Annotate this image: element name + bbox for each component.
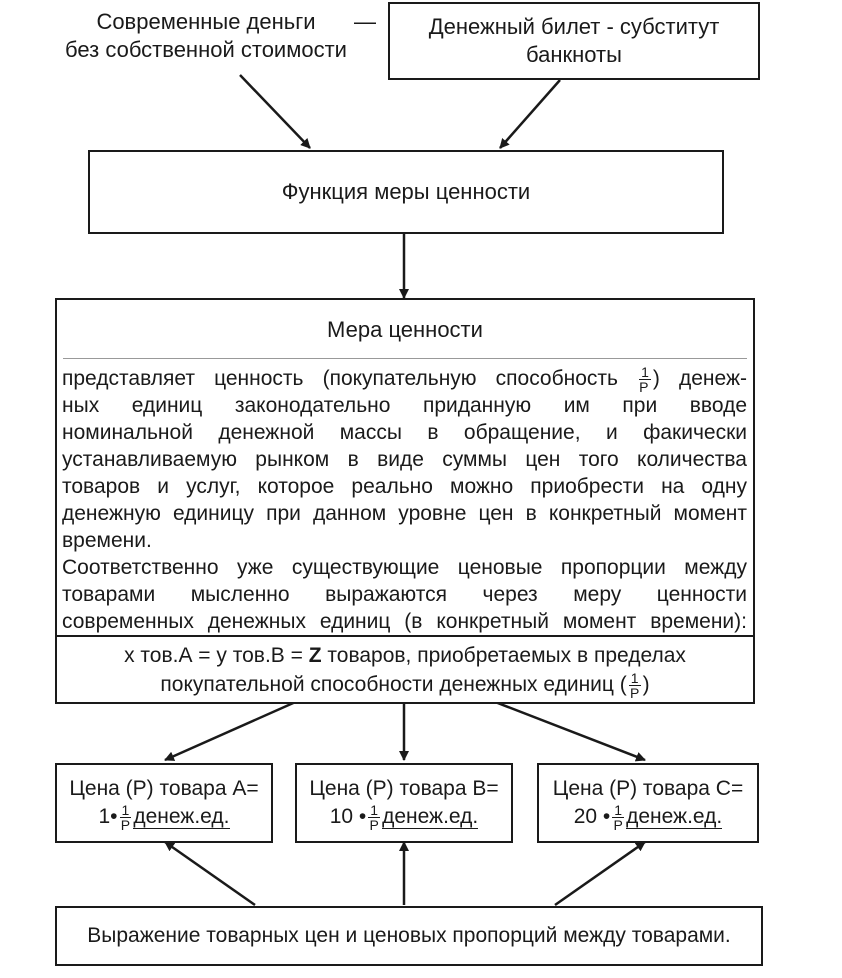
measure-line-1a: представляет ценность (покупательную спо…	[62, 367, 638, 391]
modern-money-dash: —	[354, 9, 376, 34]
measure-line-4: устанавливаемую рынком в виде суммы цен …	[62, 448, 747, 471]
measure-divider	[63, 358, 747, 359]
arrow-topright-to-function	[499, 79, 561, 149]
bottom-box: Выражение товарных цен и ценовых пропорц…	[55, 906, 763, 966]
measure-line-5: товаров и услуг, которое реально можно п…	[62, 475, 747, 498]
function-box: Функция меры ценности	[88, 150, 724, 234]
arrow-bottom-to-price-c	[554, 840, 646, 907]
modern-money-label: Современные деньги — без собственной сто…	[36, 8, 376, 64]
function-box-label: Функция меры ценности	[281, 179, 531, 204]
measure-title: Мера ценности	[327, 317, 483, 342]
banknote-substitute-box: Денежный билет - субститут банкноты	[388, 2, 760, 80]
banknote-substitute-line2: банкноты	[526, 42, 622, 67]
price-b-title: Цена (Р) товара В=	[309, 776, 499, 800]
measure-line-2: ных единиц законодательно приданную им п…	[62, 394, 747, 417]
price-a-title: Цена (Р) товара А=	[69, 776, 259, 800]
banknote-substitute-line1: Денежный билет - субститут	[428, 14, 720, 39]
measure-line-8: Соответственно уже существующие ценовые …	[62, 556, 747, 579]
arrow-eq-to-price-c	[489, 698, 646, 762]
measure-line-6: денежную единицу при данном уровне цен в…	[62, 502, 747, 525]
price-c-title: Цена (Р) товара С=	[552, 776, 744, 800]
measure-line-10: современных денежных единиц (в конкретны…	[62, 610, 747, 633]
measure-line-9: товарами мысленно выражаются через меру …	[62, 583, 747, 606]
modern-money-line1: Современные деньги	[96, 9, 316, 34]
equation-line-2: покупательной способности денежных едини…	[160, 669, 650, 701]
equation-line-1: x тов.А = y тов.В = Z товаров, приобрета…	[124, 644, 686, 667]
measure-line-7: времени.	[62, 529, 152, 552]
modern-money-line2: без собственной стоимости	[65, 37, 347, 62]
arrow-eq-to-price-a	[164, 698, 301, 762]
bottom-box-label: Выражение товарных цен и ценовых пропорц…	[87, 924, 731, 947]
arrow-topleft-to-function	[239, 74, 311, 149]
arrow-bottom-to-price-a	[164, 840, 256, 907]
measure-line-3: номинальной денежной массы в обращение, …	[62, 421, 747, 444]
measure-body: представляет ценность (покупательную спо…	[57, 365, 753, 635]
equation-box: x тов.А = y тов.В = Z товаров, приобрета…	[57, 635, 753, 702]
measure-line-1b: ) денеж-	[652, 367, 747, 391]
measure-line-1: представляет ценность (покупательную спо…	[62, 364, 747, 395]
measure-box: Мера ценности представляет ценность (пок…	[55, 298, 755, 704]
